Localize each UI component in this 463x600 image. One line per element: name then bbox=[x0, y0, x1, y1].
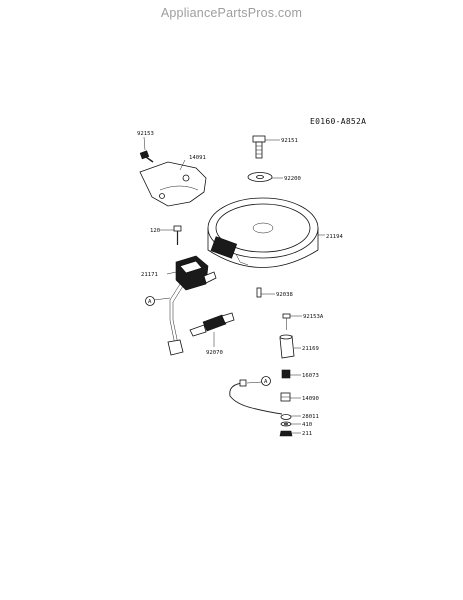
bolt-92151[interactable] bbox=[252, 135, 266, 159]
callout-92200: 92200 bbox=[284, 176, 301, 182]
callout-92153: 92153 bbox=[137, 131, 154, 137]
callout-21194: 21194 bbox=[326, 234, 343, 240]
callout-16073: 16073 bbox=[302, 373, 319, 379]
washer-92200[interactable] bbox=[247, 172, 273, 182]
callout-211: 211 bbox=[302, 431, 312, 437]
callout-92038: 92038 bbox=[276, 292, 293, 298]
callout-a-right: A bbox=[264, 379, 268, 385]
ignition-coil-21171[interactable] bbox=[167, 255, 217, 356]
callout-92070: 92070 bbox=[206, 350, 223, 356]
spark-plug-92070[interactable] bbox=[189, 312, 235, 337]
reference-circle-a bbox=[145, 296, 155, 306]
callout-120: 120 bbox=[150, 228, 160, 234]
bolt-92153a[interactable] bbox=[282, 313, 291, 330]
callout-28011: 28011 bbox=[302, 414, 319, 420]
callout-92153a: 92153A bbox=[303, 314, 324, 320]
callout-14091: 14091 bbox=[189, 155, 206, 161]
pin-92038[interactable] bbox=[256, 287, 262, 298]
callout-14090: 14090 bbox=[302, 396, 319, 402]
callout-21169: 21169 bbox=[302, 346, 319, 352]
reference-circle-a-right bbox=[261, 376, 271, 386]
washer-410[interactable] bbox=[280, 421, 292, 427]
switch-body-21169[interactable] bbox=[279, 334, 295, 359]
bolt-92153[interactable] bbox=[139, 150, 154, 163]
screw-120[interactable] bbox=[173, 225, 182, 245]
part-14090[interactable] bbox=[280, 392, 291, 402]
diagram-code: E0160-A852A bbox=[310, 117, 367, 126]
part-28011[interactable] bbox=[280, 414, 292, 420]
callout-92151: 92151 bbox=[281, 138, 298, 144]
nut-211[interactable] bbox=[279, 430, 293, 437]
callout-410: 410 bbox=[302, 422, 312, 428]
lead-wire[interactable] bbox=[229, 379, 283, 415]
part-16073[interactable] bbox=[281, 369, 291, 379]
callout-a-left: A bbox=[148, 299, 152, 305]
flywheel-21194[interactable] bbox=[207, 197, 319, 268]
watermark: AppliancePartsPros.com bbox=[160, 6, 303, 20]
callout-21171: 21171 bbox=[141, 272, 158, 278]
plate-14091[interactable] bbox=[139, 161, 207, 207]
